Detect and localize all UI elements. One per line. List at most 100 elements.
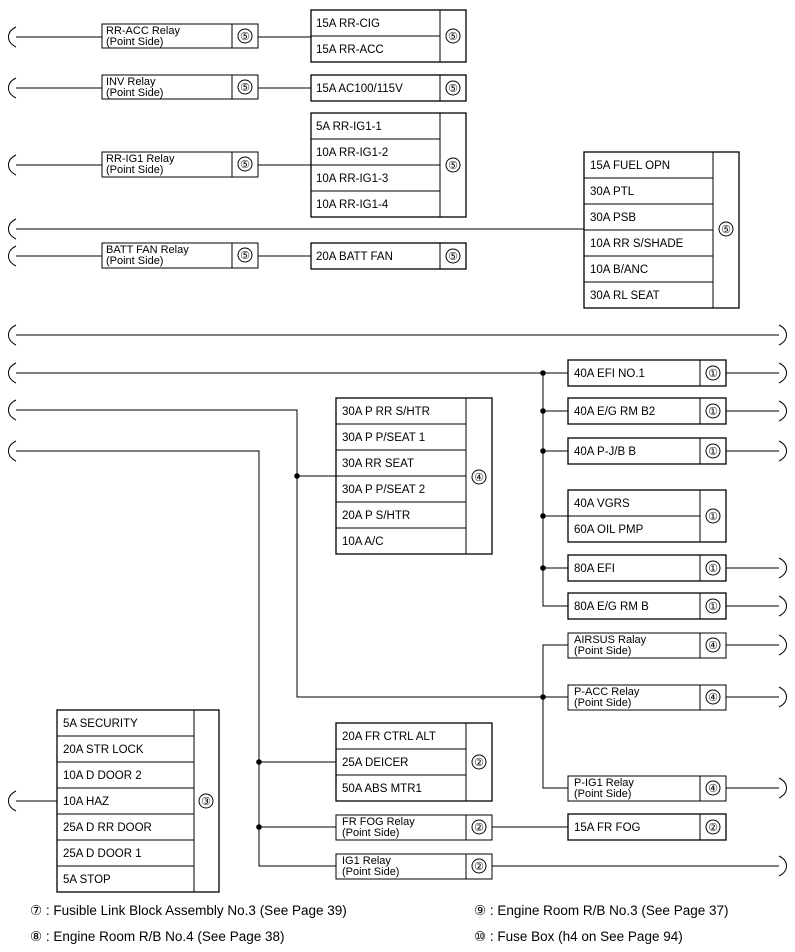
- location-number: ⑤: [448, 251, 458, 263]
- fuse-label: 30A P RR S/HTR: [342, 406, 430, 418]
- location-number: ④: [708, 692, 718, 704]
- relay-side: (Point Side): [574, 645, 631, 657]
- location-number: ②: [474, 861, 484, 873]
- fuse-label: 5A SECURITY: [63, 718, 138, 730]
- connector-right-icon: [778, 400, 787, 422]
- location-number: ④: [708, 783, 718, 795]
- location-number: ①: [708, 601, 718, 613]
- fuse-label: 10A RR-IG1-2: [316, 147, 388, 159]
- location-number: ⑤: [721, 224, 731, 236]
- fuse-label: 80A E/G RM B: [574, 601, 649, 613]
- location-number: ①: [708, 406, 718, 418]
- fuse-label: 80A EFI: [574, 563, 615, 575]
- wire-efi-branches: [543, 410, 568, 569]
- fuse-label: 40A EFI NO.1: [574, 368, 645, 380]
- relay-side: (Point Side): [342, 866, 399, 878]
- location-number: ②: [474, 822, 484, 834]
- fuse-label: 20A STR LOCK: [63, 744, 144, 756]
- fuse-label: 40A P-J/B B: [574, 446, 636, 458]
- fuse-group-batt-fan: 20A BATT FAN ⑤: [310, 242, 467, 270]
- location-number: ①: [708, 368, 718, 380]
- fuse-label: 15A FUEL OPN: [590, 160, 670, 172]
- location-number: ⑤: [448, 31, 458, 43]
- fuse-group-p-jb-b: 40A P-J/B B ①: [567, 437, 727, 465]
- relay-name: P-IG1 Relay: [574, 777, 634, 789]
- legend-item: ⑩ : Fuse Box (h4 on See Page 94): [474, 929, 683, 944]
- fuse-label: 15A RR-CIG: [316, 18, 380, 30]
- wire-lower-taps: [259, 761, 336, 828]
- relay-name: FR FOG Relay: [342, 816, 415, 828]
- relay-side: (Point Side): [106, 87, 163, 99]
- fuse-label: 30A PTL: [590, 186, 635, 198]
- connector-left-icon: [8, 26, 17, 48]
- junction-dots: [256, 370, 546, 830]
- location-number: ②: [708, 822, 718, 834]
- relay-side: (Point Side): [106, 164, 163, 176]
- connector-right-icon: [778, 557, 787, 579]
- fuse-group-rr-ig1: 5A RR-IG1-1 10A RR-IG1-2 10A RR-IG1-3 10…: [310, 112, 467, 218]
- fuse-group-eg-rm-b: 80A E/G RM B ①: [567, 592, 727, 620]
- legend-item: ⑨ : Engine Room R/B No.3 (See Page 37): [474, 903, 728, 918]
- fuse-label: 30A RR SEAT: [342, 458, 414, 470]
- wire-middle-feed: [16, 409, 568, 698]
- fuse-label: 20A FR CTRL ALT: [342, 731, 436, 743]
- fuse-label: 10A RR-IG1-3: [316, 173, 388, 185]
- fuse-label: 10A HAZ: [63, 796, 109, 808]
- relay-side: (Point Side): [106, 255, 163, 267]
- fuse-group-vgrs: 40A VGRS 60A OIL PMP ①: [567, 489, 727, 543]
- location-number: ⑤: [240, 250, 250, 262]
- connector-right-icon: [778, 362, 787, 384]
- fuse-label: 10A RR S/SHADE: [590, 238, 684, 250]
- fuse-group-fr-fog: 15A FR FOG ②: [567, 813, 727, 841]
- connector-right-icon: [778, 634, 787, 656]
- location-number: ⑤: [240, 31, 250, 43]
- fuse-label: 25A DEICER: [342, 757, 408, 769]
- location-number: ①: [708, 563, 718, 575]
- wire-efi-bus: [542, 373, 568, 607]
- wire-relay-outs: [726, 644, 779, 789]
- relay-rr-acc: RR-ACC Relay (Point Side) ⑤: [101, 23, 259, 49]
- fuse-label: 30A PSB: [590, 212, 636, 224]
- location-number: ①: [708, 446, 718, 458]
- relay-side: (Point Side): [342, 827, 399, 839]
- fuse-label: 20A BATT FAN: [316, 251, 393, 263]
- relay-inv: INV Relay (Point Side) ⑤: [101, 74, 259, 100]
- fuse-label: 30A RL SEAT: [590, 290, 660, 302]
- legend-item: ⑦ : Fusible Link Block Assembly No.3 (Se…: [30, 903, 347, 918]
- relay-side: (Point Side): [106, 36, 163, 48]
- fuse-label: 30A P P/SEAT 2: [342, 484, 425, 496]
- location-number: ④: [708, 640, 718, 652]
- location-number: ⑤: [448, 160, 458, 172]
- wire-relay-bus: [542, 644, 568, 789]
- connector-left-icon: [8, 154, 17, 176]
- wire-efi-outs: [726, 372, 779, 607]
- connector-left-icon: [8, 399, 17, 421]
- connector-left-icon: [8, 440, 17, 462]
- connector-right-icon: [778, 686, 787, 708]
- fuse-label: 60A OIL PMP: [574, 524, 644, 536]
- legend: ⑦ : Fusible Link Block Assembly No.3 (Se…: [30, 903, 728, 944]
- relay-name: P-ACC Relay: [574, 686, 640, 698]
- wire-lower-feed: [16, 450, 336, 867]
- relay-p-acc: P-ACC Relay (Point Side) ④: [567, 684, 727, 711]
- relay-name: AIRSUS Ralay: [574, 634, 647, 646]
- location-number: ②: [474, 757, 484, 769]
- fuse-group-efi-no1: 40A EFI NO.1 ①: [567, 359, 727, 387]
- connector-right-icon: [778, 777, 787, 799]
- fuse-label: 15A FR FOG: [574, 822, 641, 834]
- location-number: ①: [708, 511, 718, 523]
- connector-right-icon: [778, 595, 787, 617]
- legend-item: ⑧ : Engine Room R/B No.4 (See Page 38): [30, 929, 284, 944]
- fuse-label: 30A P P/SEAT 1: [342, 432, 425, 444]
- location-number: ③: [201, 796, 211, 808]
- connector-right-icon: [778, 855, 787, 877]
- connector-right-icon: [778, 324, 787, 346]
- fuse-label: 5A STOP: [63, 874, 111, 886]
- location-number: ④: [474, 472, 484, 484]
- relay-side: (Point Side): [574, 788, 631, 800]
- connector-left-icon: [8, 218, 17, 240]
- fuse-group-right-top: 15A FUEL OPN 30A PTL 30A PSB 10A RR S/SH…: [583, 151, 740, 309]
- location-number: ⑤: [240, 82, 250, 94]
- fuse-label: 25A D DOOR 1: [63, 848, 142, 860]
